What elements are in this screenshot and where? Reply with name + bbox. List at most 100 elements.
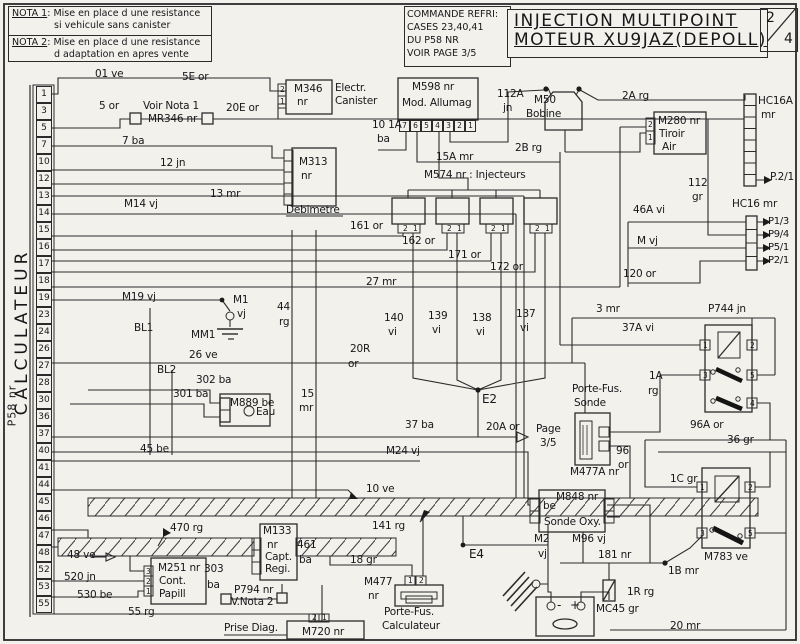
wire-label: 1A <box>649 370 663 382</box>
canister-valve-label: nr <box>297 96 308 108</box>
connector-label: HC16 mr <box>732 198 778 210</box>
wire-label: 470 rg <box>170 522 203 534</box>
wire-label: 181 nr <box>598 549 632 561</box>
nota1-text: : Mise en place d une resistance <box>47 8 201 19</box>
pin-number: 1 <box>280 97 285 106</box>
m598-pin: 3 <box>443 120 454 132</box>
commande-line4: VOIR PAGE 3/5 <box>407 48 477 59</box>
wire-label: 20E or <box>226 102 259 114</box>
pin-number: 2 <box>447 224 452 233</box>
wire-label: 461 <box>297 539 317 551</box>
calculateur-pin: 44 <box>36 477 52 494</box>
fuse-holder-label: M477A nr <box>570 466 619 478</box>
page-index-box: 2 4 <box>760 8 798 52</box>
ground-symbols <box>217 328 538 612</box>
airflow-meter-label: Debimetre <box>286 204 340 216</box>
wire-label: 36 gr <box>727 434 754 446</box>
pin-number: 1 <box>501 224 506 233</box>
hc16-output: P1/3 <box>768 216 789 227</box>
wire-label: 1C gr <box>670 473 698 485</box>
m598-pin: 7 <box>399 120 410 132</box>
fuse-holder-label: nr <box>368 590 379 602</box>
calculateur-ref: P58 nr <box>5 384 19 427</box>
wire-label: jn <box>503 102 513 114</box>
wire-label: 27 mr <box>366 276 397 288</box>
regulation-sensor-label: M133 <box>263 525 292 537</box>
wire-label: 161 or <box>350 220 383 232</box>
page-reference: 3/5 <box>540 437 557 449</box>
wire-label: 162 or <box>402 235 435 247</box>
canister-valve-label: Electr. <box>335 82 367 94</box>
wire-label: 20 mr <box>670 620 701 632</box>
pin-number: 3 <box>703 371 708 380</box>
wire-label: 120 or <box>623 268 656 280</box>
calculateur-pin: 19 <box>36 290 52 307</box>
calculateur-pin: 5 <box>36 120 52 137</box>
connector-label: mr <box>761 109 776 121</box>
calculateur-pin: 10 <box>36 154 52 171</box>
throttle-switch-label: Cont. <box>159 575 186 587</box>
shield-label: BL2 <box>157 364 177 376</box>
regulation-sensor-label: Capt. <box>265 551 292 563</box>
wire-label: 2A rg <box>622 90 649 102</box>
air-valve-label: Air <box>662 141 676 153</box>
wire-label: gr <box>692 191 703 203</box>
fuse-holder-label: Porte-Fus. <box>572 383 622 395</box>
wire-label: vi <box>388 326 397 338</box>
battery-minus-label: - <box>557 598 562 612</box>
pin-number: 3 <box>700 529 705 538</box>
hc16-output: P2/1 <box>768 255 789 266</box>
wire-label: 138 <box>472 312 492 324</box>
pin-number: 4 <box>750 399 755 408</box>
wire-label: 37A vi <box>622 322 654 334</box>
mr346-resistor-terminal2 <box>201 112 214 125</box>
wire-label: 26 ve <box>189 349 218 361</box>
wire-label: 137 <box>516 308 536 320</box>
page-reference: Page <box>536 423 561 435</box>
calculateur-pin: 30 <box>36 392 52 409</box>
wire-label: 96A or <box>690 419 724 431</box>
injector-4 <box>523 197 558 225</box>
nota2-text: : Mise en place d une resistance <box>47 37 201 48</box>
pin-number: 2 <box>419 576 424 585</box>
wire-label: M2 <box>534 533 550 545</box>
wire-label: 45 be <box>140 443 169 455</box>
wire-label: 139 <box>428 310 448 322</box>
commande-line3: DU P58 NR <box>407 35 459 46</box>
pin-number: 1 <box>146 587 151 596</box>
pin-number: 2 <box>146 577 151 586</box>
wire-label: mr <box>299 402 314 414</box>
air-valve-label: Tiroir <box>659 128 685 140</box>
m313-airflow-meter <box>291 147 337 207</box>
pin-number: 5 <box>748 529 753 538</box>
shield-label: BL1 <box>134 322 154 334</box>
throttle-switch-label: M251 nr <box>158 562 201 574</box>
wire-label: vi <box>476 326 485 338</box>
diagnostic-socket-label: Prise Diag. <box>224 622 278 634</box>
injector-1 <box>391 197 426 225</box>
wire-label: 2B rg <box>515 142 543 154</box>
oxygen-sensor-label: M848 nr <box>556 491 599 503</box>
wire-label: 172 or <box>490 261 523 273</box>
m598-pin: 4 <box>432 120 443 132</box>
pin-number: 1 <box>322 613 327 622</box>
wire-label: vi <box>432 324 441 336</box>
wire-label: 1R rg <box>627 586 655 598</box>
calculateur-pin: 1 <box>36 86 52 103</box>
calculateur-pin: 16 <box>36 239 52 256</box>
pin-number: 1 <box>545 224 550 233</box>
wire-label: rg <box>648 385 659 397</box>
wire-label: 301 ba <box>173 388 209 400</box>
pin-number: 1 <box>648 133 653 142</box>
pin-number: 3 <box>146 567 151 576</box>
splice-label: E2 <box>482 392 497 406</box>
wire-label: 48 ve <box>67 549 96 561</box>
wire-label: 44 <box>277 301 290 313</box>
m783-relay <box>701 467 751 549</box>
wire-label: 12 jn <box>160 157 186 169</box>
pin-number: 1 <box>457 224 462 233</box>
canister-valve-label: M346 <box>294 83 323 95</box>
ignition-module-label: M598 nr <box>412 81 455 93</box>
pin-number: 2 <box>280 85 285 94</box>
